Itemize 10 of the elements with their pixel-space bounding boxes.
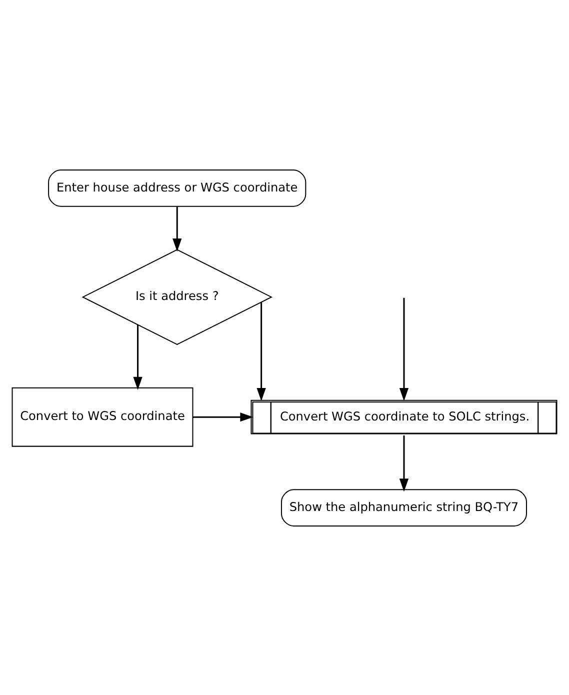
arrow — [133, 324, 142, 390]
node-box: Enter house address or WGS coordinate — [48, 169, 306, 206]
arrow — [172, 206, 182, 252]
node-diamond: Is it address ? — [82, 248, 273, 345]
node-box: Show the alphanumeric string BQ-TY7 — [280, 488, 527, 526]
arrow — [192, 412, 254, 422]
arrow — [399, 434, 409, 492]
arrow — [399, 297, 409, 401]
node-box: Convert to WGS coordinate — [12, 386, 194, 446]
arrow — [256, 302, 266, 401]
